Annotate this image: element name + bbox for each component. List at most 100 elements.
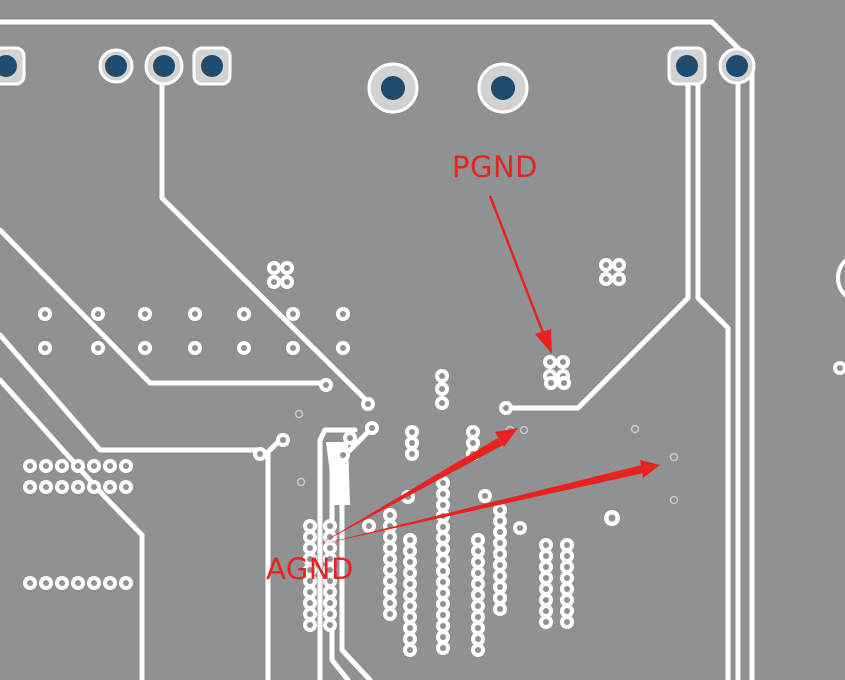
via-hole <box>564 564 570 570</box>
via-hole <box>497 518 503 524</box>
via-hole <box>387 545 393 551</box>
via-hole <box>123 580 129 586</box>
via-hole <box>27 463 33 469</box>
via-hole <box>440 623 446 629</box>
via-hole <box>327 534 333 540</box>
via-hole <box>27 484 33 490</box>
agnd-arrowhead-2 <box>640 460 660 478</box>
via-hole <box>387 611 393 617</box>
test-via <box>519 425 529 435</box>
via-hole <box>340 452 346 458</box>
via-hole <box>409 440 415 446</box>
via-hole <box>475 636 481 642</box>
via-hole <box>323 382 329 388</box>
agnd-label: AGND <box>266 552 354 586</box>
trace-3 <box>0 332 265 453</box>
test-via <box>630 424 640 434</box>
via-hole <box>123 484 129 490</box>
via-hole <box>543 564 549 570</box>
via-hole <box>43 580 49 586</box>
via-hole <box>439 373 445 379</box>
via-hole <box>564 575 570 581</box>
via-hole <box>387 567 393 573</box>
via-hole <box>307 600 313 606</box>
via-hole <box>440 546 446 552</box>
via-hole <box>497 606 503 612</box>
via-hole <box>307 556 313 562</box>
via-hole <box>440 568 446 574</box>
via-hole <box>407 647 413 653</box>
via-hole <box>327 611 333 617</box>
via-hole <box>59 484 65 490</box>
via-hole <box>407 636 413 642</box>
via-hole <box>123 463 129 469</box>
via-hole <box>440 480 446 486</box>
via-hole <box>407 581 413 587</box>
via-hole <box>475 614 481 620</box>
via-hole <box>95 345 101 351</box>
via-hole <box>439 386 445 392</box>
via-hole <box>290 345 296 351</box>
via-hole <box>91 484 97 490</box>
via-hole <box>387 578 393 584</box>
via-hole <box>440 524 446 530</box>
via-hole <box>107 463 113 469</box>
via-hole <box>547 359 553 365</box>
via-hole <box>307 545 313 551</box>
via-hole <box>340 345 346 351</box>
via-hole <box>475 603 481 609</box>
via-hole <box>192 345 198 351</box>
pad-hole <box>491 76 515 100</box>
via-hole <box>440 612 446 618</box>
via-hole <box>327 600 333 606</box>
trace-2 <box>0 227 331 386</box>
via-hole <box>497 562 503 568</box>
trace-6 <box>695 67 731 680</box>
via-hole <box>91 463 97 469</box>
via-hole <box>564 619 570 625</box>
via-hole <box>387 589 393 595</box>
via-hole <box>347 435 353 441</box>
via-hole <box>327 523 333 529</box>
via-hole <box>75 484 81 490</box>
via-field <box>23 258 845 657</box>
via-hole <box>475 570 481 576</box>
test-via <box>294 409 304 419</box>
copper-outline <box>0 19 755 680</box>
pad-hole <box>0 55 17 77</box>
via-hole <box>608 514 616 522</box>
via-hole <box>43 463 49 469</box>
via-hole <box>440 634 446 640</box>
via-hole <box>482 493 488 499</box>
pad-hole <box>201 55 223 77</box>
pad-hole <box>105 55 127 77</box>
via-hole <box>327 578 333 584</box>
via-hole <box>327 567 333 573</box>
via-hole <box>27 580 33 586</box>
via-hole <box>42 311 48 317</box>
via-hole <box>307 534 313 540</box>
pgnd-arrow-shaft <box>488 195 547 339</box>
via-hole <box>387 600 393 606</box>
via-hole <box>440 579 446 585</box>
via-hole <box>75 580 81 586</box>
via-hole <box>91 580 97 586</box>
via-hole <box>440 645 446 651</box>
via-hole <box>241 345 247 351</box>
via-hole <box>543 597 549 603</box>
via-hole <box>440 590 446 596</box>
via-hole <box>192 311 198 317</box>
via-hole <box>497 551 503 557</box>
via-hole <box>543 608 549 614</box>
via-hole <box>307 611 313 617</box>
via-hole <box>59 463 65 469</box>
via-hole <box>603 262 609 268</box>
via-hole <box>327 545 333 551</box>
via-hole <box>440 557 446 563</box>
via-hole <box>271 265 277 271</box>
via-hole <box>497 529 503 535</box>
test-via <box>296 477 306 487</box>
via-hole <box>59 580 65 586</box>
test-via <box>669 452 679 462</box>
